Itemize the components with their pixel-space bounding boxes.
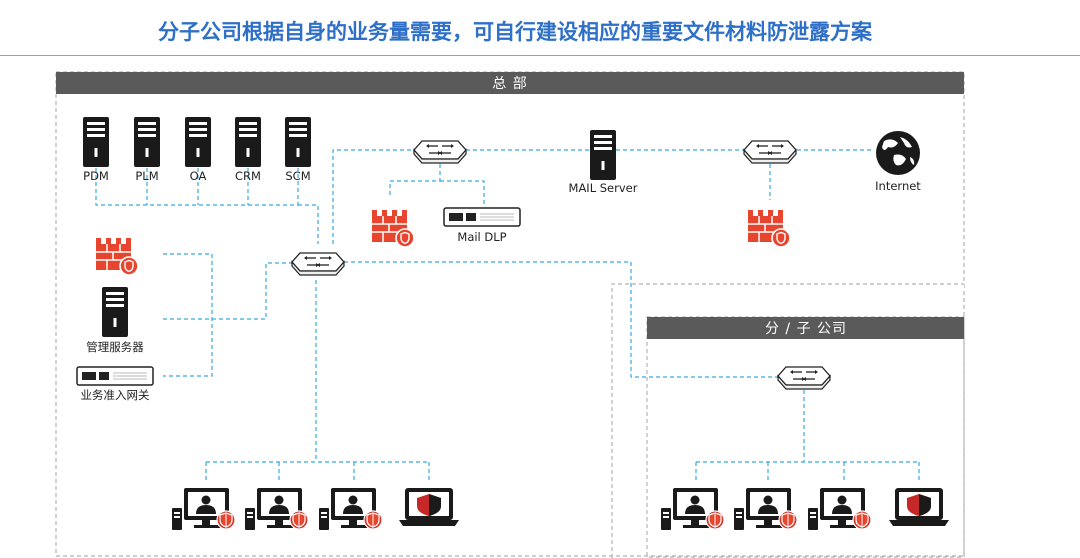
access-gateway-label: 业务准入网关 [81, 388, 150, 402]
switch-icon [743, 140, 797, 164]
server-icon [235, 117, 261, 167]
server-pdm [83, 117, 109, 167]
workstation-icon [171, 487, 236, 531]
server-icon [134, 117, 160, 167]
page-title: 分子公司根据自身的业务量需要，可自行建设相应的重要文件材料防泄露方案 [158, 20, 872, 44]
globe-icon [876, 131, 920, 175]
management-server-icon [102, 287, 128, 337]
server-crm [235, 117, 261, 167]
workstation-icon [733, 487, 798, 531]
workstation-icon [318, 487, 383, 531]
branch-boundary [646, 316, 965, 558]
firewall-icon [747, 209, 791, 248]
access-gateway-icon [76, 366, 154, 386]
management-server-label: 管理服务器 [86, 340, 144, 354]
server-scm [285, 117, 311, 167]
hq-branch-divider [611, 283, 964, 558]
server-label: PDM [83, 169, 109, 183]
branch-switch-icon [777, 366, 831, 390]
firewall-icon [95, 237, 139, 276]
mail-dlp-label: Mail DLP [457, 230, 506, 244]
branch-label: 分 / 子 公司 [765, 321, 847, 337]
workstation-icon [660, 487, 725, 531]
server-plm [134, 117, 160, 167]
server-icon [83, 117, 109, 167]
mail-dlp-appliance-icon [443, 207, 521, 227]
connection-lines [95, 149, 920, 480]
title-divider [0, 55, 1080, 56]
switch-icon [413, 140, 467, 164]
firewall-icon [371, 209, 415, 248]
hq-label: 总 部 [492, 76, 527, 92]
mail-server-label: MAIL Server [569, 181, 638, 195]
core-switch-icon [291, 252, 345, 276]
laptop-icon [399, 488, 459, 526]
mail-server-icon [590, 130, 616, 180]
workstation-icon [244, 487, 309, 531]
hq-header-bar [56, 72, 964, 94]
server-label: CRM [235, 169, 261, 183]
internet-label: Internet [875, 179, 921, 193]
server-label: SCM [285, 169, 310, 183]
hq-boundary [55, 71, 965, 557]
branch-header-bar [647, 317, 964, 339]
server-icon [285, 117, 311, 167]
server-label: OA [190, 169, 207, 183]
workstation-icon [807, 487, 872, 531]
server-icon [185, 117, 211, 167]
server-oa [185, 117, 211, 167]
server-label: PLM [135, 169, 158, 183]
laptop-icon [889, 488, 949, 526]
